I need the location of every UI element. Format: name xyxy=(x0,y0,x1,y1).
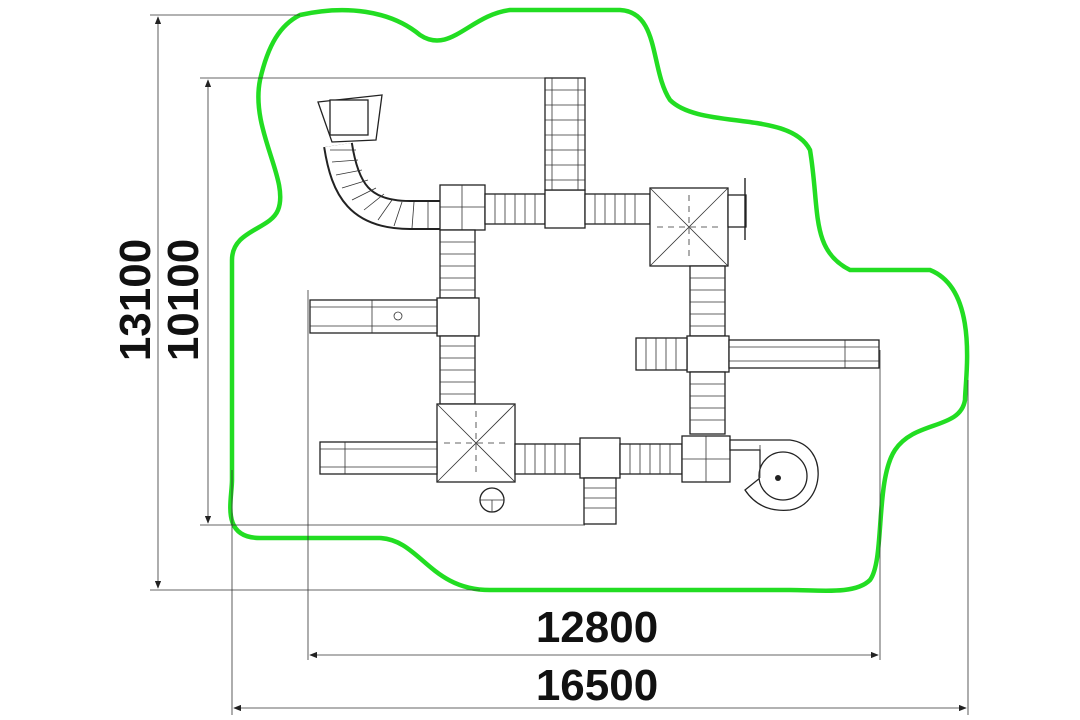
right-ramps xyxy=(635,337,880,371)
left-vertical-bridge xyxy=(436,229,480,405)
bottom-left-slide xyxy=(319,441,438,475)
play-structure xyxy=(309,77,880,525)
tube-slide xyxy=(317,94,440,230)
dimension-outer-height: 13100 xyxy=(111,14,480,591)
top-right-tower xyxy=(649,178,747,267)
outer-width-label: 16500 xyxy=(536,661,658,710)
dimension-inner-width: 12800 xyxy=(307,290,881,660)
dimension-inner-height: 10100 xyxy=(159,77,585,526)
inner-width-label: 12800 xyxy=(536,603,658,652)
bottom-right-wheel xyxy=(729,439,819,511)
bottom-left-tower xyxy=(436,403,516,513)
dimension-outer-width: 16500 xyxy=(231,380,969,715)
left-ramp xyxy=(309,299,438,334)
inner-height-label: 10100 xyxy=(159,239,208,361)
right-vertical-bridge xyxy=(686,265,730,435)
safety-zone-outline xyxy=(228,7,970,594)
top-bridge xyxy=(439,77,651,231)
outer-height-label: 13100 xyxy=(111,239,160,361)
bottom-bridge xyxy=(514,435,731,525)
